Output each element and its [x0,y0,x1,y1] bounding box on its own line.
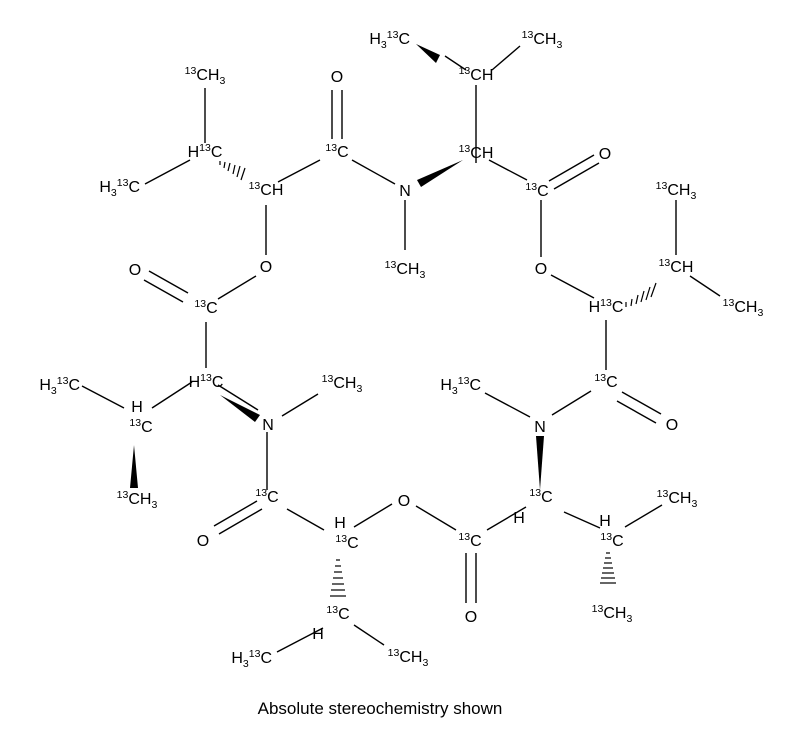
hydrogen-label: H [599,513,611,530]
hydrogen-label: H [312,626,324,643]
methine-label: 13CH [659,257,694,276]
oxygen-label: O [398,493,410,510]
carbonyl-carbon-label: 13C [325,142,348,161]
oxygen-label: O [535,261,547,278]
carbonyl-carbon-label: 13C [458,531,481,550]
oxygen-label: O [129,262,141,279]
oxygen-label: O [197,533,209,550]
atom-labels: 13CH3 H13C H313C 13CH 13C O O N 13CH3 H3… [39,29,763,670]
oxygen-label: O [260,259,272,276]
methyl-label: 13CH3 [185,65,226,87]
alpha-carbon-label: H13C [589,297,624,316]
hydrogen-label: H [131,399,143,416]
methine-label: 13C [326,604,349,623]
caption-text: Absolute stereochemistry shown [258,699,503,718]
methyl-label: H313C [39,375,80,397]
bonds [81,45,721,653]
nitrogen-label: N [534,419,546,436]
methyl-label: 13CH3 [723,297,764,319]
carbonyl-carbon-label: 13C [525,181,548,200]
oxygen-label: O [331,69,343,86]
carbonyl-carbon-label: 13C [594,372,617,391]
methine-label: H13C [188,142,223,161]
oxygen-label: O [599,146,611,163]
n-methyl-label: 13CH3 [322,373,363,395]
methyl-label: 13CH3 [657,488,698,510]
n-methyl-label: 13CH3 [385,259,426,281]
alpha-carbon-label: 13C [335,533,358,552]
methyl-label: 13CH3 [522,29,563,51]
methyl-label: H313C [369,29,410,51]
carbonyl-carbon-label: 13C [255,487,278,506]
methine-label: 13CH [459,65,494,84]
oxygen-label: O [666,417,678,434]
methyl-label: 13CH3 [117,489,158,511]
carbonyl-carbon-label: 13C [194,298,217,317]
hydrogen-label: H [334,515,346,532]
hashed-wedge-bonds [219,161,657,597]
methine-label: 13C [600,531,623,550]
methyl-label: 13CH3 [592,603,633,625]
hydrogen-label: H [513,510,525,527]
alpha-carbon-label: 13C [529,487,552,506]
alpha-carbon-label: 13CH [459,143,494,162]
methyl-label: 13CH3 [656,180,697,202]
methyl-label: 13CH3 [388,647,429,669]
solid-wedge-bonds [130,44,544,490]
methine-label: 13C [129,417,152,436]
nitrogen-label: N [399,183,411,200]
alpha-carbon-label: H13C [189,372,224,391]
methyl-label: H313C [231,648,272,670]
alpha-carbon-label: 13CH [249,180,284,199]
n-methyl-label: H313C [440,375,481,397]
nitrogen-label: N [262,417,274,434]
oxygen-label: O [465,609,477,626]
methyl-label: H313C [99,177,140,199]
